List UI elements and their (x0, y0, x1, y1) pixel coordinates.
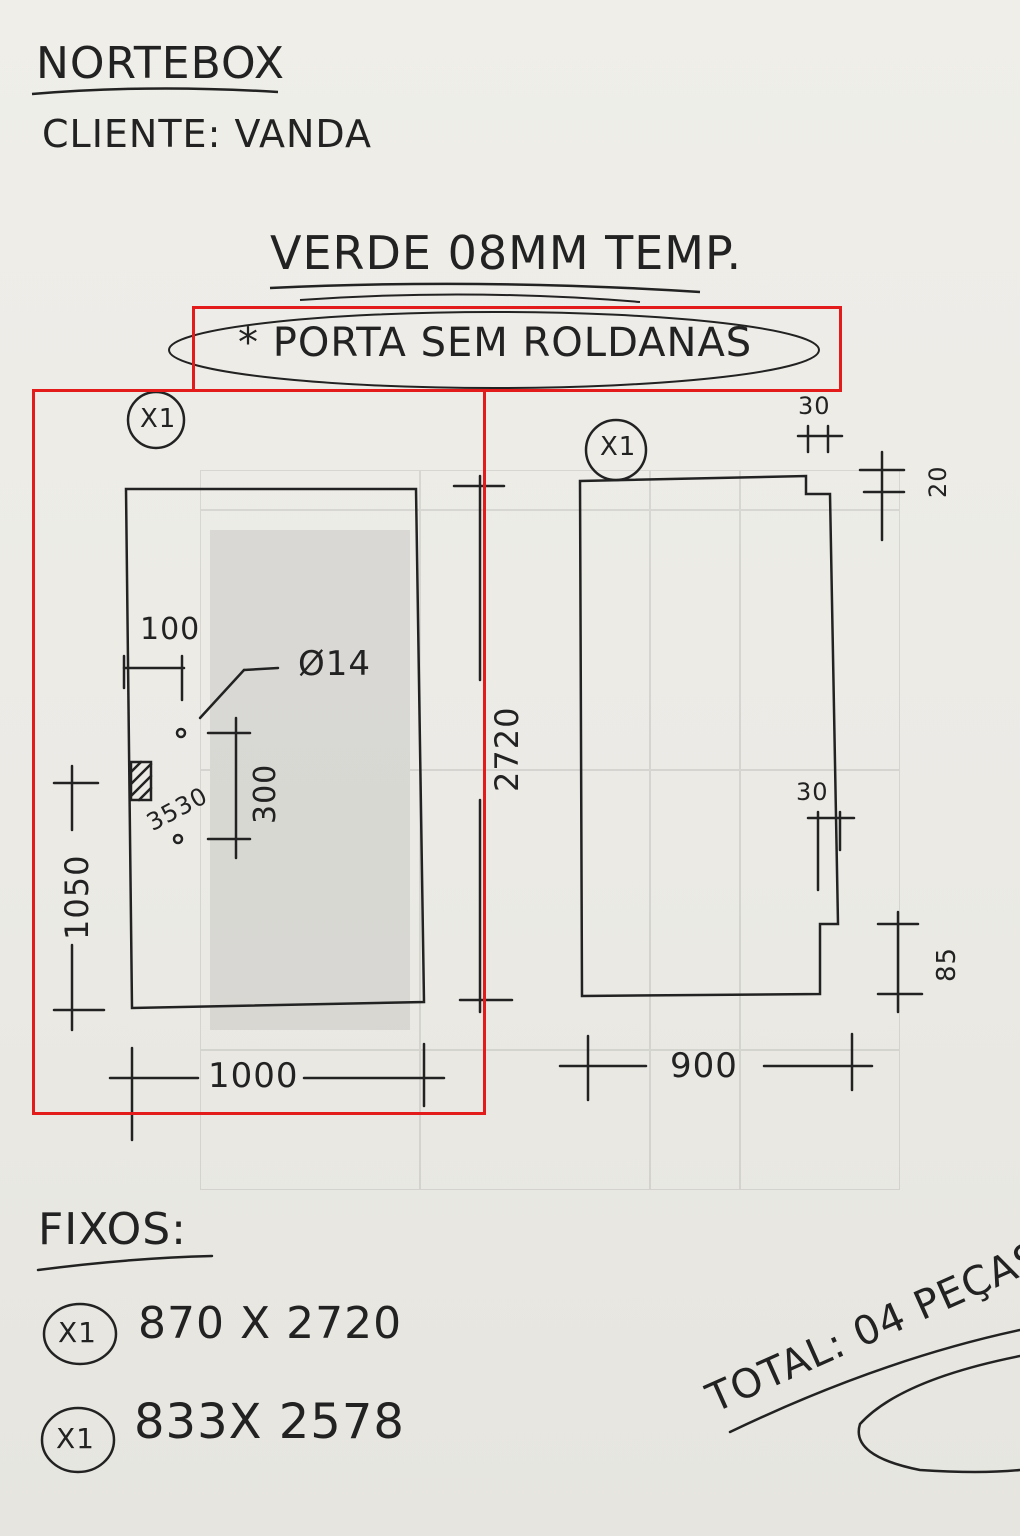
right-notch-top-height: 20 (924, 465, 952, 498)
right-notch-top-width: 30 (798, 392, 831, 420)
qty-circle-right (584, 418, 648, 482)
qty-circle-fixed-2 (40, 1406, 116, 1474)
right-notch-bottom-width: 30 (796, 778, 829, 806)
company-name: NORTEBOX (36, 38, 285, 89)
client-label: CLIENTE: VANDA (42, 112, 373, 156)
highlight-left-piece (32, 389, 486, 1115)
fixed-1-size: 870 X 2720 (138, 1298, 403, 1349)
left-width-1000: 1000 (208, 1056, 299, 1096)
left-dim-100: 100 (140, 612, 201, 647)
highlight-door-note (192, 306, 842, 392)
fixed-title: FIXOS: (38, 1204, 187, 1255)
fixed-2-size: 833X 2578 (134, 1394, 405, 1450)
left-qty: X1 (140, 404, 177, 434)
fixed-2-qty: X1 (56, 1422, 95, 1455)
right-panel-outline (578, 474, 840, 998)
glass-spec: VERDE 08MM TEMP. (270, 226, 743, 280)
left-height-2720: 2720 (488, 706, 526, 792)
fixed-1-qty: X1 (58, 1316, 97, 1349)
right-width-900: 900 (670, 1046, 738, 1086)
left-hole-diameter: Ø14 (298, 644, 372, 684)
door-note: * PORTA SEM ROLDANAS (238, 320, 753, 366)
right-notch-bottom-height: 85 (932, 946, 962, 982)
qty-circle-fixed-1 (42, 1302, 118, 1366)
right-qty: X1 (600, 432, 637, 462)
hole-top (175, 727, 187, 739)
hole-bottom (172, 833, 184, 845)
qty-circle-left (126, 390, 186, 450)
left-panel-outline (124, 487, 426, 1010)
